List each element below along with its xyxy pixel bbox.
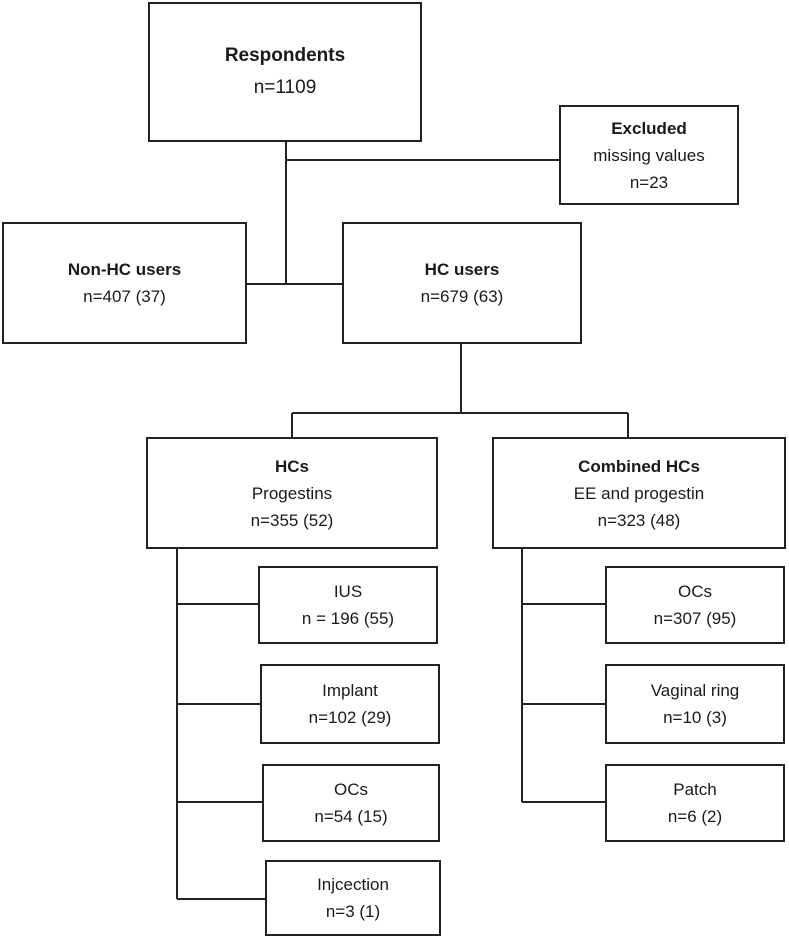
box-line: n=679 (63) <box>420 287 504 306</box>
box-title: HCs <box>274 456 309 476</box>
box-line: Injcection <box>317 875 389 894</box>
box-line: EE and progestin <box>573 483 705 503</box>
box-line: n = 196 (55) <box>301 609 395 628</box>
vaginal-ring-box: Vaginal ring n=10 (3) <box>605 664 785 744</box>
box-title: Excluded <box>611 118 687 138</box>
ocs-combined-box: OCs n=307 (95) <box>605 566 785 644</box>
box-line: n=323 (48) <box>597 510 681 530</box>
box-line: n=54 (15) <box>314 807 388 826</box>
box-line: n=23 <box>629 172 669 192</box>
box-line: n=10 (3) <box>663 708 727 727</box>
box-line: n=355 (52) <box>250 510 334 530</box>
box-line: n=3 (1) <box>325 902 381 921</box>
non-hc-users-box: Non-HC users n=407 (37) <box>2 222 247 344</box>
box-line: OCs <box>334 780 368 799</box>
box-line: n=1109 <box>253 77 317 98</box>
excluded-box: Excluded missing values n=23 <box>559 105 739 205</box>
box-line: n=407 (37) <box>83 287 166 306</box>
box-line: Implant <box>322 681 378 700</box>
hcs-progestins-box: HCs Progestins n=355 (52) <box>146 437 438 549</box>
patch-box: Patch n=6 (2) <box>605 764 785 842</box>
box-line: missing values <box>593 145 705 165</box>
box-line: n=6 (2) <box>667 807 723 826</box>
box-line: IUS <box>333 582 363 601</box>
ius-box: IUS n = 196 (55) <box>258 566 438 644</box>
box-line: Progestins <box>251 483 333 503</box>
box-title: Non-HC users <box>67 260 182 279</box>
injection-box: Injcection n=3 (1) <box>265 860 441 936</box>
box-line: OCs <box>678 582 712 601</box>
box-title: HC users <box>424 260 500 279</box>
respondents-box: Respondents n=1109 <box>148 2 422 142</box>
box-title: Combined HCs <box>578 456 700 476</box>
ocs-progestin-box: OCs n=54 (15) <box>262 764 440 842</box>
box-line: n=102 (29) <box>308 708 392 727</box>
combined-hcs-box: Combined HCs EE and progestin n=323 (48) <box>492 437 786 549</box>
box-line: Patch <box>673 780 717 799</box>
implant-box: Implant n=102 (29) <box>260 664 440 744</box>
box-line: Vaginal ring <box>650 681 740 700</box>
box-title: Respondents <box>224 45 346 66</box>
hc-users-box: HC users n=679 (63) <box>342 222 582 344</box>
box-line: n=307 (95) <box>653 609 737 628</box>
